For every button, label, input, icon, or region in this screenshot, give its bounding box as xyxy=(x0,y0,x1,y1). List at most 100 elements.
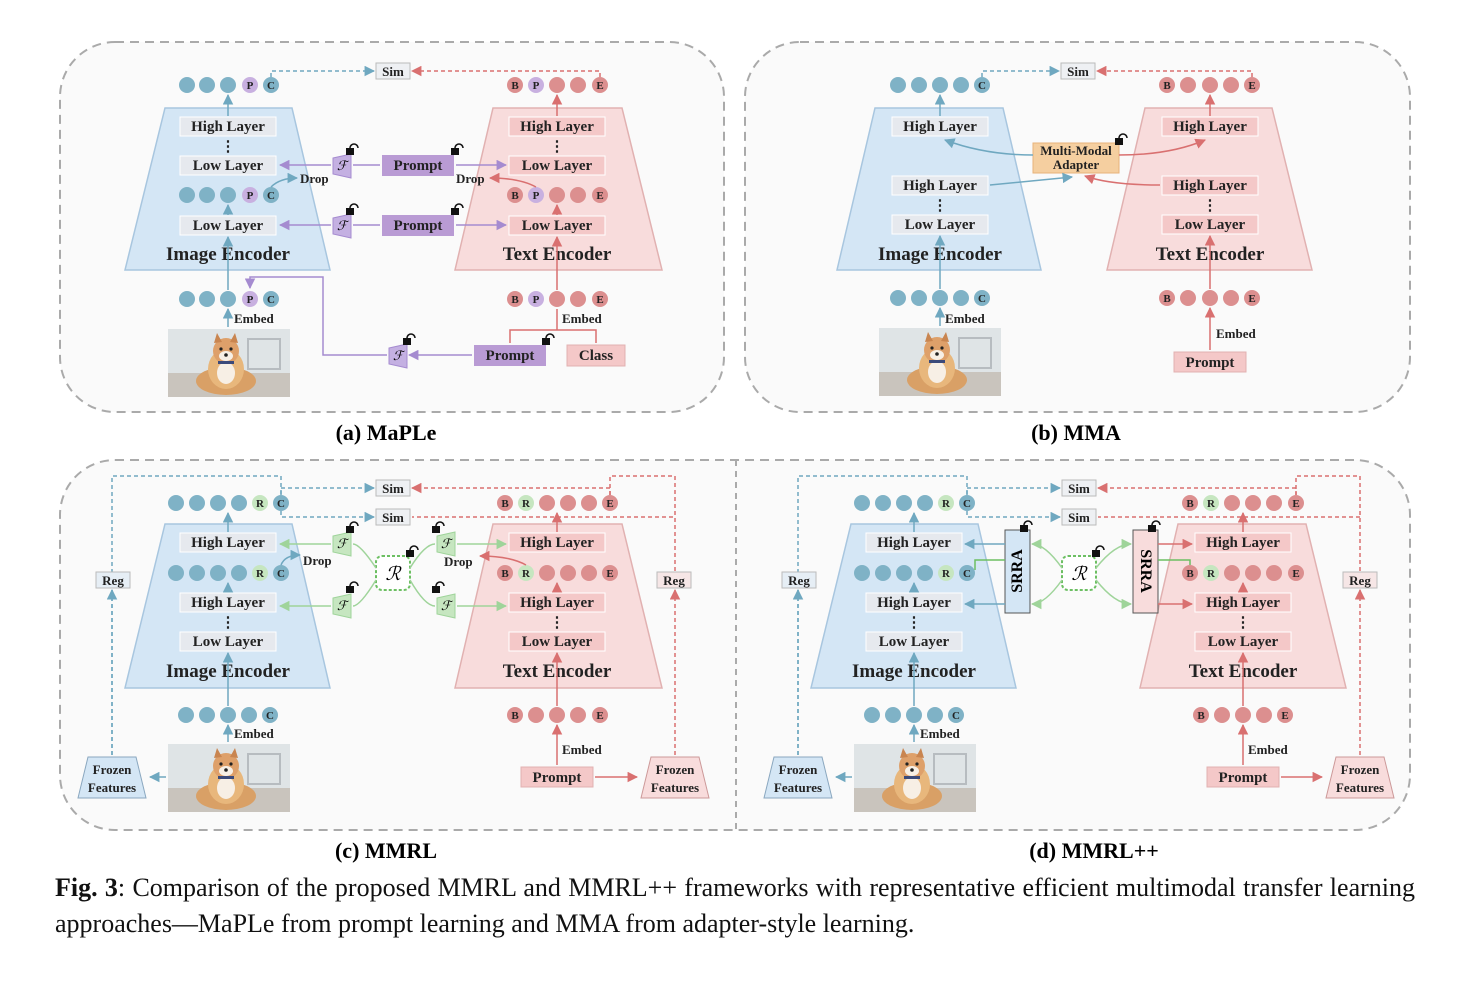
sim-label: Sim xyxy=(1068,510,1090,525)
embed-label: Embed xyxy=(562,311,603,326)
sim-label: Sim xyxy=(382,64,404,79)
svg-text:P: P xyxy=(247,80,254,92)
svg-text:C: C xyxy=(267,80,275,92)
ellipsis: ⋮ xyxy=(933,198,948,214)
svg-text:B: B xyxy=(511,80,519,92)
svg-text:E: E xyxy=(606,498,613,510)
prompt-label: Prompt xyxy=(486,348,535,364)
layer-label: High Layer xyxy=(520,535,594,551)
svg-text:C: C xyxy=(267,294,275,306)
representation-space-r: ℛ xyxy=(385,564,402,585)
svg-text:E: E xyxy=(596,294,603,306)
embed-label: Embed xyxy=(234,726,275,741)
svg-text:C: C xyxy=(978,80,986,92)
image-tokens: C xyxy=(890,77,990,93)
svg-text:E: E xyxy=(596,190,603,202)
reg-label: Reg xyxy=(102,573,124,588)
image-tokens: P C xyxy=(179,77,279,93)
svg-text:R: R xyxy=(942,498,951,510)
figure-caption: Fig. 3: Comparison of the proposed MMRL … xyxy=(55,870,1415,942)
layer-label: High Layer xyxy=(191,595,265,611)
svg-text:E: E xyxy=(1292,568,1299,580)
svg-text:P: P xyxy=(533,294,540,306)
text-tokens: B R E xyxy=(1182,495,1304,511)
ellipsis: ⋮ xyxy=(907,615,922,631)
embed-label: Embed xyxy=(1216,326,1257,341)
text-tokens: B P E xyxy=(507,187,608,203)
layer-label: High Layer xyxy=(877,595,951,611)
features-label: Features xyxy=(88,780,136,795)
layer-label: High Layer xyxy=(903,178,977,194)
layer-label: High Layer xyxy=(520,119,594,135)
dog-image xyxy=(167,743,291,813)
reg-label: Reg xyxy=(663,573,685,588)
svg-text:E: E xyxy=(1292,498,1299,510)
prompt-label: Prompt xyxy=(394,158,443,174)
panel-d: High Layer High Layer ⋮ Low Layer Image … xyxy=(763,475,1395,813)
text-tokens: B R E xyxy=(1182,565,1304,581)
panel-title-b: (b) MMA xyxy=(1031,420,1121,445)
coupling-function-f: ℱ xyxy=(337,158,350,173)
svg-text:E: E xyxy=(1248,293,1255,305)
ellipsis: ⋮ xyxy=(221,615,236,631)
frozen-label: Frozen xyxy=(779,762,819,777)
coupling-function-f: ℱ xyxy=(441,536,454,551)
text-tokens: B E xyxy=(1159,290,1260,306)
svg-text:R: R xyxy=(256,498,265,510)
coupling-function-f: ℱ xyxy=(393,348,406,363)
image-tokens: P C xyxy=(179,187,279,203)
caption-text: : Comparison of the proposed MMRL and MM… xyxy=(55,873,1415,938)
features-label: Features xyxy=(1336,780,1384,795)
frozen-label: Frozen xyxy=(1341,762,1381,777)
coupling-function-f: ℱ xyxy=(337,218,350,233)
text-tokens: B E xyxy=(1193,707,1293,723)
layer-label: Low Layer xyxy=(879,634,950,650)
svg-text:B: B xyxy=(1186,498,1194,510)
svg-text:B: B xyxy=(1186,568,1194,580)
svg-text:C: C xyxy=(952,710,960,722)
layer-label: Low Layer xyxy=(1208,634,1279,650)
svg-text:R: R xyxy=(942,568,951,580)
svg-text:B: B xyxy=(501,498,509,510)
svg-text:B: B xyxy=(1163,80,1171,92)
panel-a: High Layer ⋮ Low Layer Low Layer Image E… xyxy=(124,62,663,398)
embed-label: Embed xyxy=(1248,742,1289,757)
drop-label: Drop xyxy=(300,171,329,186)
svg-text:C: C xyxy=(978,293,986,305)
svg-text:P: P xyxy=(247,190,254,202)
text-tokens: B E xyxy=(507,707,608,723)
layer-label: Low Layer xyxy=(522,634,593,650)
svg-text:R: R xyxy=(1207,568,1216,580)
features-label: Features xyxy=(651,780,699,795)
reg-label: Reg xyxy=(788,573,810,588)
coupling-function-f: ℱ xyxy=(337,598,350,613)
image-tokens: C xyxy=(178,707,278,723)
embed-label: Embed xyxy=(945,311,986,326)
svg-text:C: C xyxy=(267,190,275,202)
svg-text:R: R xyxy=(522,498,531,510)
layer-label: Low Layer xyxy=(193,158,264,174)
dog-image xyxy=(853,743,977,813)
svg-text:E: E xyxy=(596,80,603,92)
layer-label: High Layer xyxy=(1173,178,1247,194)
sim-label: Sim xyxy=(382,481,404,496)
frozen-label: Frozen xyxy=(656,762,696,777)
svg-text:B: B xyxy=(501,568,509,580)
svg-text:E: E xyxy=(606,568,613,580)
figure-diagram: High Layer ⋮ Low Layer Low Layer Image E… xyxy=(59,41,1411,863)
svg-text:R: R xyxy=(1207,498,1216,510)
layer-label: High Layer xyxy=(903,119,977,135)
dog-image xyxy=(167,328,291,398)
ellipsis: ⋮ xyxy=(221,139,236,155)
layer-label: High Layer xyxy=(191,535,265,551)
panel-title-a: (a) MaPLe xyxy=(336,420,437,445)
svg-text:B: B xyxy=(511,710,519,722)
ellipsis: ⋮ xyxy=(1236,615,1251,631)
adapter-label: Adapter xyxy=(1053,157,1099,172)
text-tokens: B E xyxy=(1159,77,1260,93)
sim-label: Sim xyxy=(1067,64,1089,79)
drop-label: Drop xyxy=(303,553,332,568)
layer-label: Low Layer xyxy=(193,634,264,650)
layer-label: High Layer xyxy=(1173,119,1247,135)
text-tokens: B P E xyxy=(507,77,608,93)
